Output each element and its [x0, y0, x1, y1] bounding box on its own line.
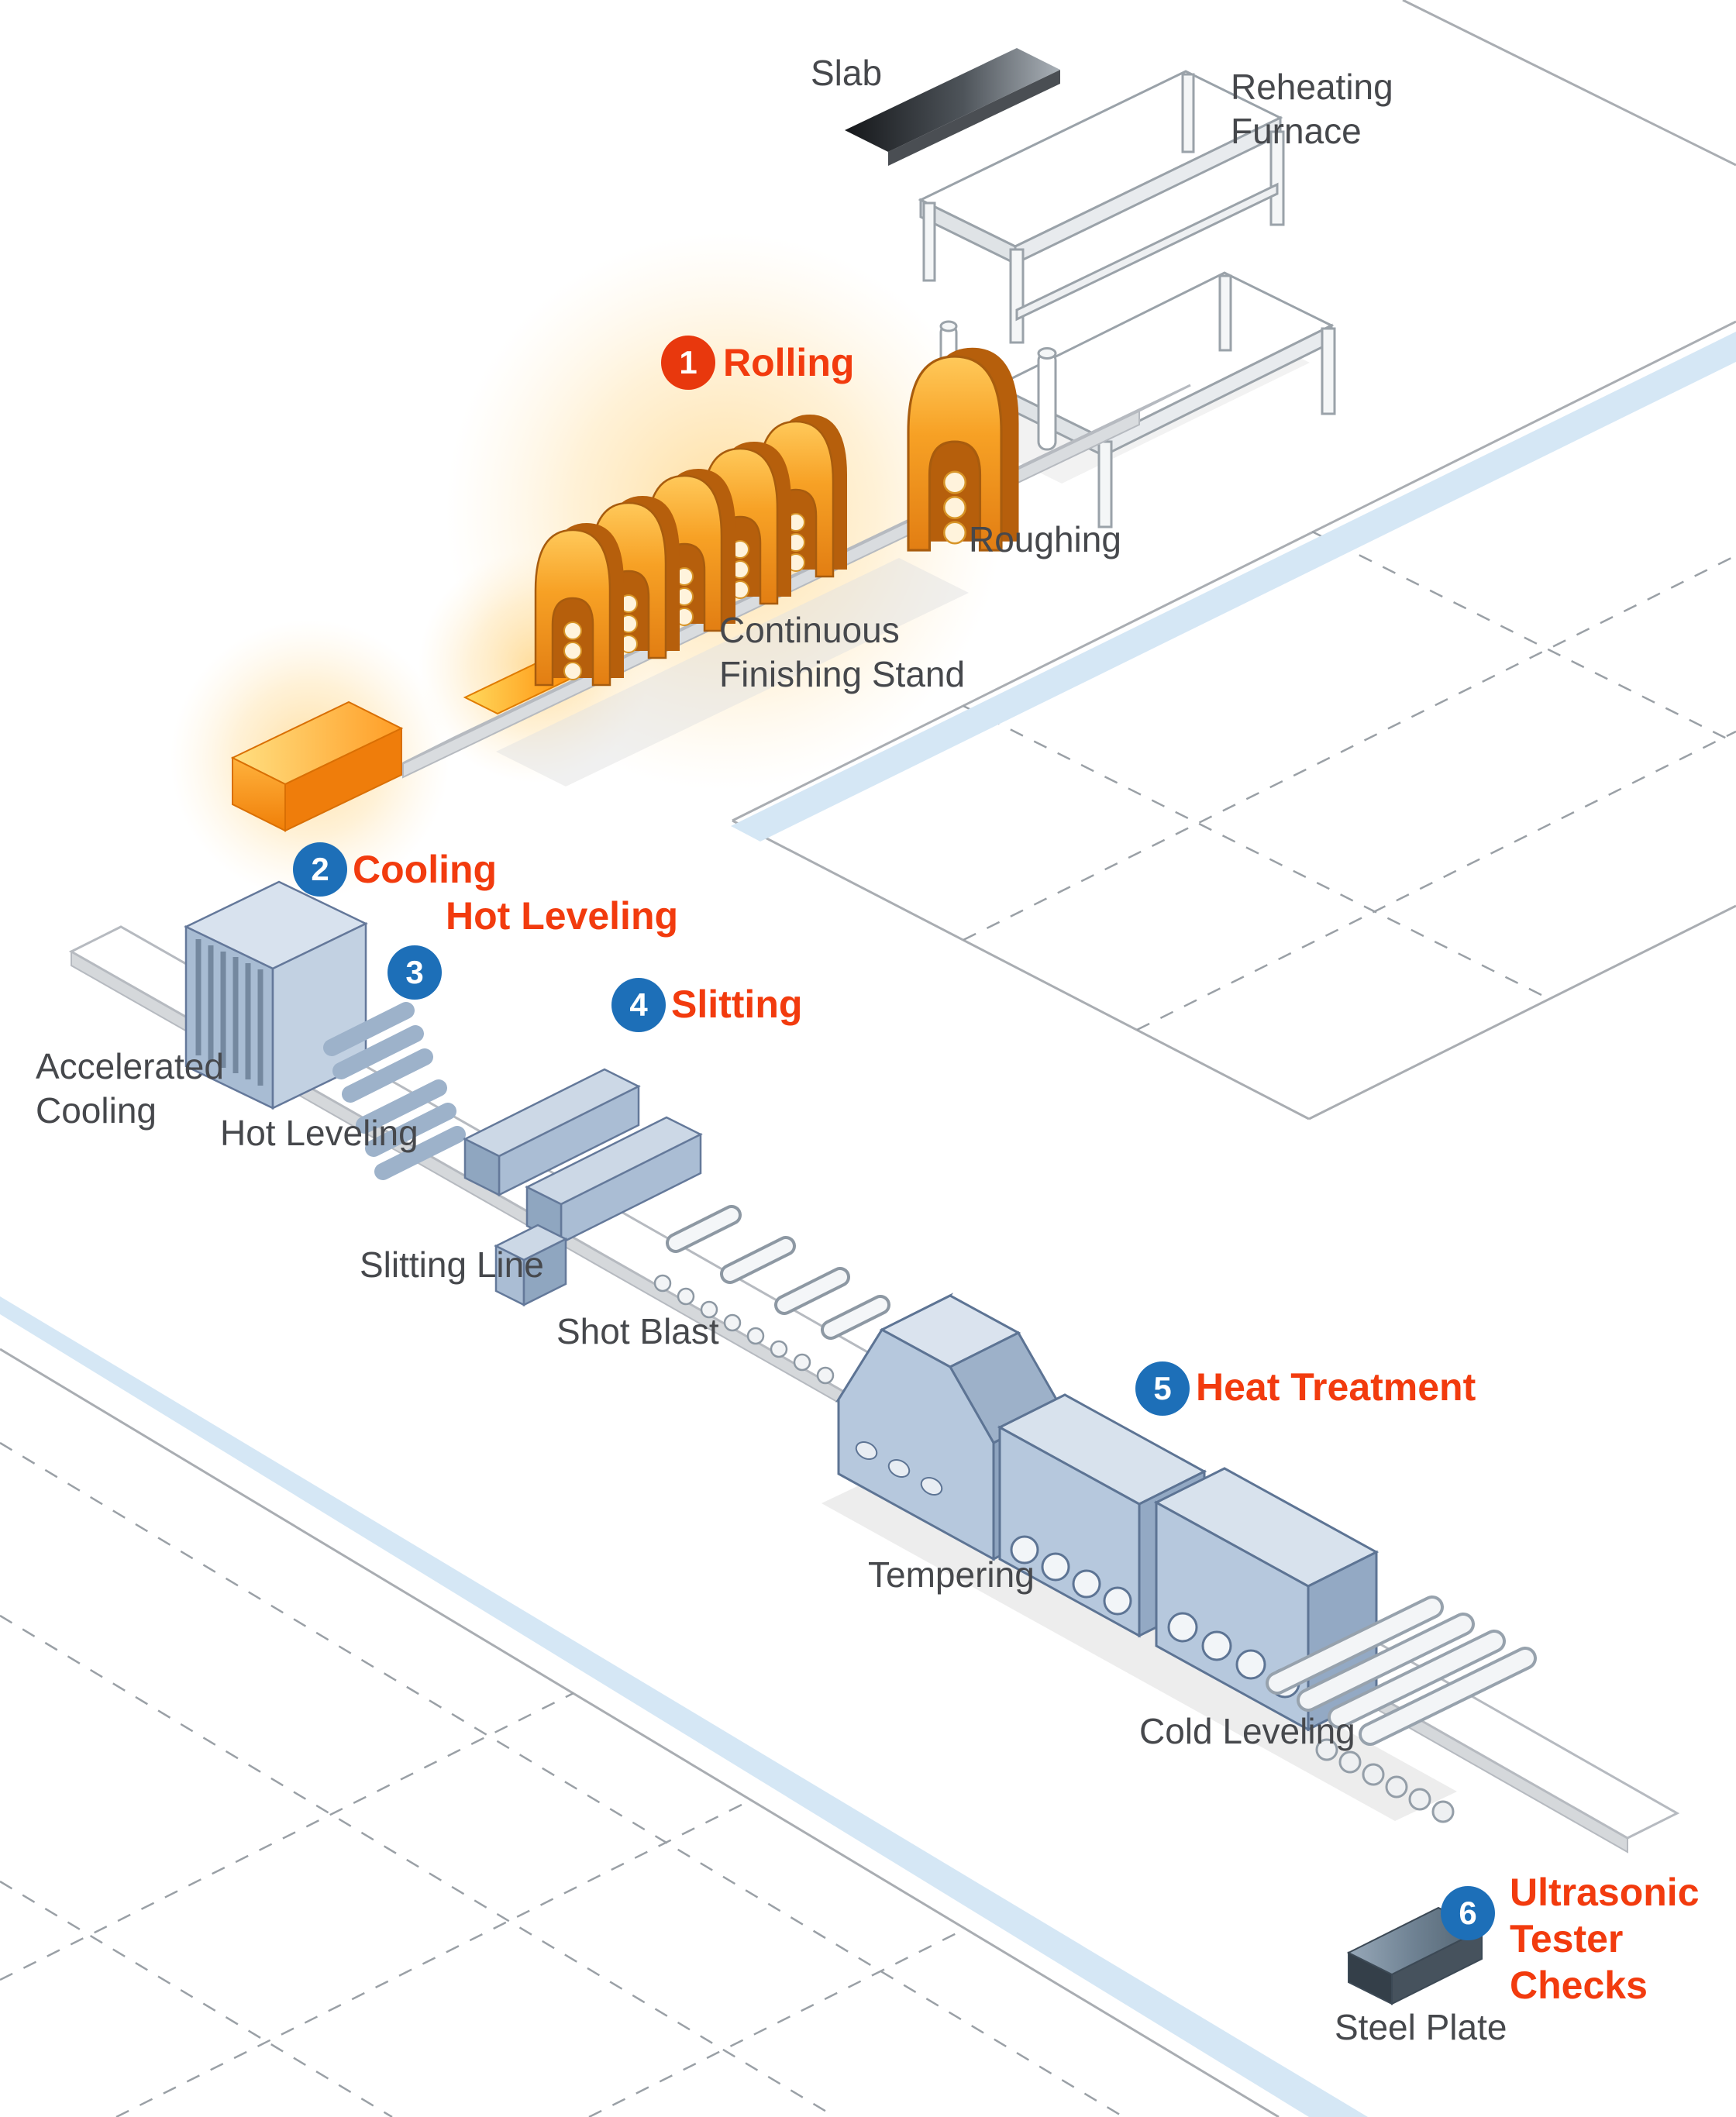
mills-shadow — [496, 558, 969, 787]
floor-grid-lower — [0, 1296, 1368, 2117]
label-slitting-line: Slitting Line — [360, 1244, 544, 1285]
label-reheating-furnace: Reheating Furnace — [1231, 67, 1393, 152]
step-label-heat-treatment: Heat Treatment — [1196, 1365, 1476, 1409]
label-steel-plate: Steel Plate — [1335, 2007, 1507, 2047]
label-accelerated-cooling: Accelerated Cooling — [36, 1046, 224, 1131]
water-band-lower — [0, 1296, 1368, 2117]
slitting-line-machine — [494, 1224, 568, 1307]
label-tempering: Tempering — [868, 1554, 1035, 1595]
slab-illustration — [845, 48, 1060, 166]
heat-treatment-shadow — [822, 1474, 1457, 1821]
slitting-machine — [463, 1068, 703, 1245]
hot-leveling-machine — [323, 1002, 466, 1180]
step-badge-heat-treatment: 5 — [1135, 1361, 1190, 1416]
shot-blast-rollers — [653, 1205, 890, 1385]
step-badge-slitting: 4 — [611, 978, 666, 1032]
label-continuous-finishing-stand: Continuous Finishing Stand — [719, 610, 966, 695]
label-hot-leveling: Hot Leveling — [220, 1113, 418, 1153]
floor-grid-upper-dashed — [963, 530, 1736, 1031]
water-band-upper — [731, 332, 1736, 842]
label-roughing: Roughing — [969, 519, 1121, 559]
step-badge-ultrasonic: 6 — [1441, 1886, 1495, 1940]
step-badge-rolling: 1 — [661, 336, 715, 390]
step-label-hot-leveling: Hot Leveling — [446, 894, 679, 938]
step-badge-hot-leveling: 3 — [388, 945, 442, 1000]
step-label-cooling: Cooling — [353, 848, 498, 891]
cold-leveling-rollers — [1266, 1595, 1537, 1823]
step-label-slitting: Slitting — [671, 983, 803, 1026]
step-badge-cooling: 2 — [293, 842, 347, 897]
heat-treatment-furnaces — [835, 1293, 1380, 1732]
label-shot-blast: Shot Blast — [556, 1311, 719, 1351]
reheating-furnace-illustration — [918, 70, 1336, 528]
step-label-rolling: Rolling — [723, 341, 855, 384]
label-cold-leveling: Cold Leveling — [1139, 1711, 1355, 1751]
hot-slab-illustration — [230, 701, 404, 832]
label-slab: Slab — [811, 53, 883, 93]
floor-grid-upper — [732, 0, 1736, 1120]
step-label-ultrasonic: Ultrasonic Tester Checks — [1510, 1871, 1700, 2007]
